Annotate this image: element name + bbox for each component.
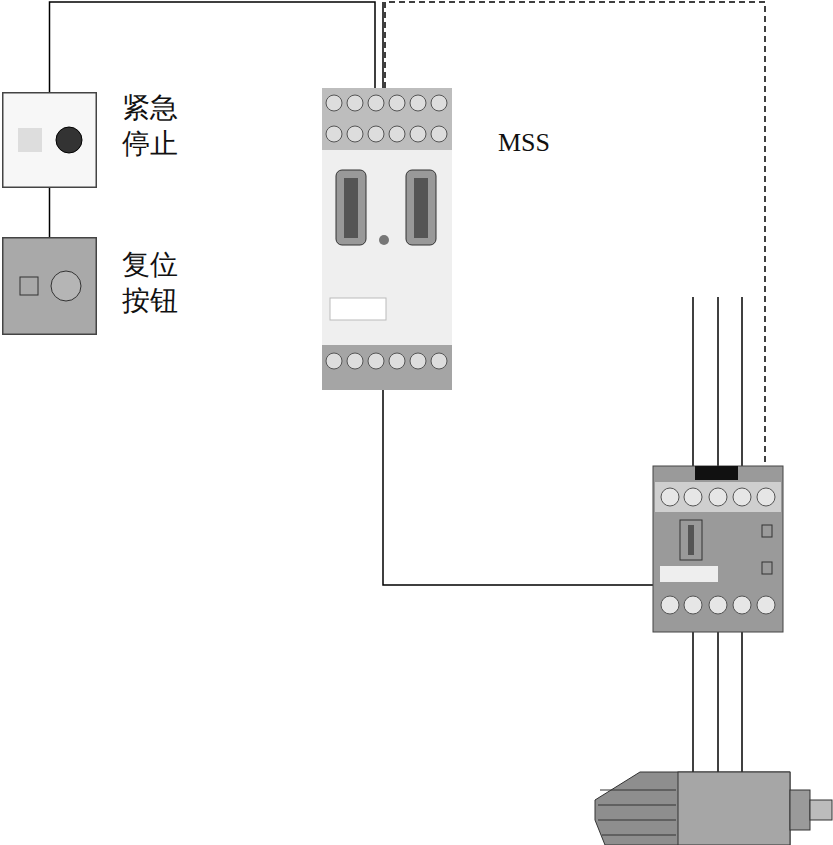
estop-picture	[2, 92, 97, 188]
safety-relay: MSS	[322, 88, 452, 390]
motor	[595, 772, 832, 845]
wire	[49, 188, 51, 237]
contactor	[653, 466, 783, 632]
control-wire	[383, 390, 653, 585]
button-label: 复位按钮	[122, 247, 181, 320]
button-label: 紧急停止	[122, 90, 181, 163]
push-button: 紧急停止	[2, 92, 97, 188]
wire	[382, 2, 384, 88]
wire	[50, 2, 376, 92]
device-name: MSS	[498, 128, 550, 158]
push-button: 复位按钮	[2, 237, 97, 335]
reset-picture	[2, 237, 97, 335]
mss-picture	[322, 88, 452, 390]
